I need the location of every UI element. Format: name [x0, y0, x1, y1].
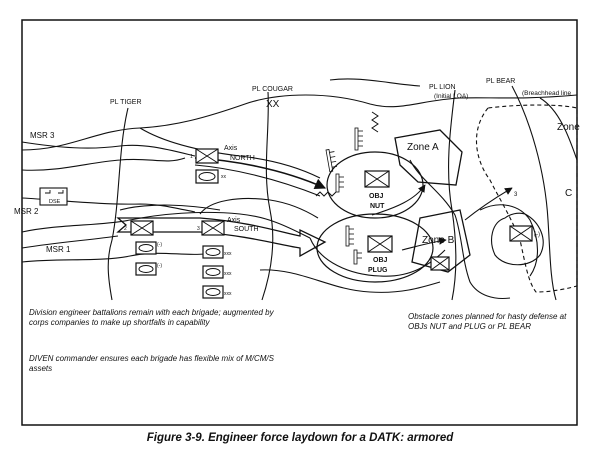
pl-lion-label: PL LION — [429, 84, 456, 91]
corps-mark-2: xxx — [224, 271, 232, 277]
axis-south-label-2: SOUTH — [234, 226, 259, 233]
unit-north-brigade — [195, 148, 219, 164]
south-eng-mark-1: (-) — [157, 242, 162, 248]
unit-corps-3 — [202, 285, 224, 299]
east-unit-contour — [491, 212, 544, 266]
pl-tiger-line — [107, 107, 129, 301]
axis-north-label-1: Axis — [224, 145, 238, 152]
arrow-to-zone-c — [464, 187, 513, 221]
unit-zone-b — [430, 256, 450, 271]
pl-cougar-label: PL COUGAR — [252, 86, 293, 93]
axis-north-label-2: NORTH — [230, 155, 255, 162]
pl-bear-note: (Breachhead line — [522, 90, 572, 97]
corps-mark-3: xxx — [224, 291, 232, 297]
pl-tiger-label: PL TIGER — [110, 99, 142, 106]
obj-nut-label-2: NUT — [370, 203, 385, 210]
pl-bear-line — [511, 85, 557, 301]
zone-a-label: Zone A — [407, 142, 439, 153]
terrain-contours — [21, 78, 578, 300]
unit-south-engineer-2 — [135, 262, 157, 276]
msr3-line — [21, 141, 196, 157]
unit-east — [509, 225, 533, 242]
unit-obj-nut — [364, 170, 390, 188]
wire-obstacle — [371, 111, 379, 133]
zone-b-label: Zone B — [422, 235, 455, 246]
unit-obj-plug — [367, 235, 393, 253]
axis-south-number: 2 — [124, 226, 127, 232]
figure-caption: Figure 3-9. Engineer force laydown for a… — [146, 432, 454, 444]
msr1-label: MSR 1 — [46, 245, 71, 254]
arrow-to-zone-b — [371, 184, 426, 216]
zone-c-outline — [476, 104, 578, 293]
unit-south-engineer-1 — [135, 241, 157, 255]
north-eng-mark: xx — [221, 174, 227, 180]
pl-lion-line — [448, 89, 457, 301]
note-division-engineers: Division engineer battalions remain with… — [29, 308, 274, 327]
axis-south-label-1: Axis — [227, 217, 241, 224]
dse-label: DSE — [49, 199, 61, 205]
note-diven-commander: DIVEN commander ensures each brigade has… — [29, 354, 274, 373]
obj-plug-label-2: PLUG — [368, 267, 388, 274]
obstacle-belts — [325, 127, 363, 265]
phase-lines — [107, 85, 557, 301]
east-unit-mark: (-) — [534, 232, 540, 238]
pl-cougar-line — [261, 91, 274, 301]
pl-bear-label: PL BEAR — [486, 78, 515, 85]
zone-c-label-2: C — [565, 188, 572, 199]
axis-north-number: 1 — [190, 154, 193, 160]
south-eng-mark-2: (-) — [157, 263, 162, 269]
obj-nut-label-1: OBJ — [369, 193, 384, 200]
msr1-line — [21, 235, 119, 249]
axis-north-arrow-inner — [194, 164, 321, 197]
unit-corps-2 — [202, 265, 224, 279]
dse-symbol — [39, 187, 68, 206]
pl-lion-note: (Initial LOA) — [434, 93, 468, 100]
note-obstacle-zones: Obstacle zones planned for hasty defense… — [408, 312, 567, 331]
msr2-label: MSR 2 — [14, 207, 39, 216]
arrow-plug-east — [401, 237, 447, 251]
unit-south-brigade — [130, 220, 154, 236]
obj-plug-label-1: OBJ — [373, 257, 388, 264]
corps-mark-1: xxx — [224, 251, 232, 257]
south-brigade-2-number: 3 — [197, 226, 200, 232]
unit-north-engineer — [195, 169, 219, 184]
unit-south-brigade-2 — [201, 220, 225, 236]
zone-c-label-1: Zone — [557, 122, 580, 133]
zone-b-boundary — [411, 209, 471, 273]
msr3-label: MSR 3 — [30, 131, 55, 140]
east-unit-number: 3 — [514, 192, 518, 198]
zone-a-boundary — [394, 129, 463, 186]
division-boundary-symbol: XX — [266, 99, 280, 110]
zigzag-obstacle — [315, 191, 337, 197]
unit-corps-1 — [202, 245, 224, 259]
